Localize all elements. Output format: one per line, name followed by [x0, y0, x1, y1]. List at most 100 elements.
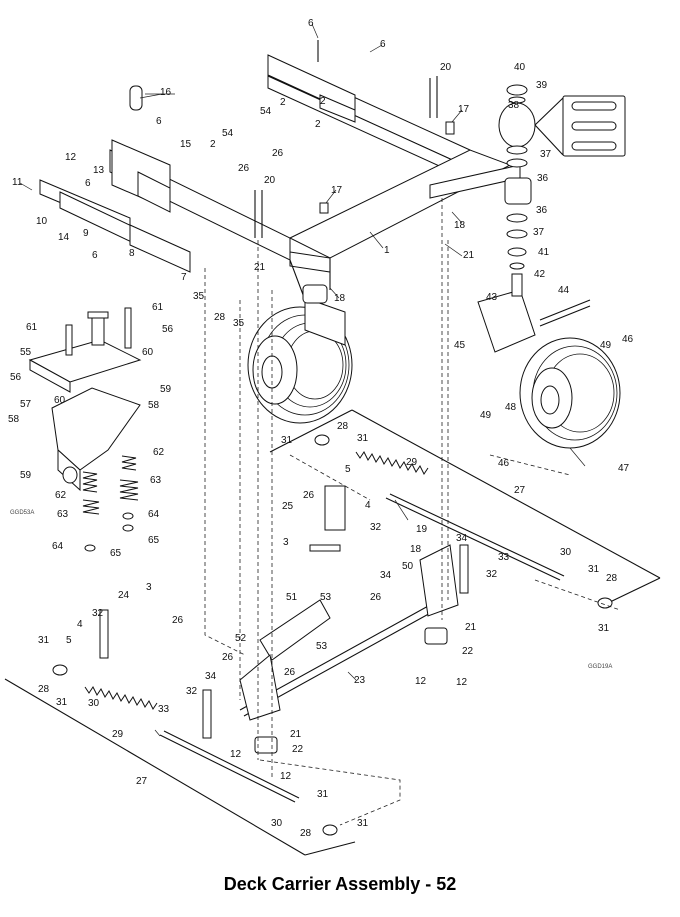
- callout-58: 58: [148, 400, 160, 411]
- callout-44: 44: [558, 285, 570, 296]
- callout-37: 37: [533, 227, 545, 238]
- callout-31: 31: [357, 818, 369, 829]
- callout-54: 54: [222, 128, 234, 139]
- callout-3: 3: [146, 582, 152, 593]
- callout-31: 31: [38, 635, 50, 646]
- callout-30: 30: [271, 818, 283, 829]
- callout-55: 55: [20, 347, 32, 358]
- lift-linkage: [4, 409, 661, 856]
- callout-21: 21: [463, 250, 475, 261]
- callout-2: 2: [280, 97, 286, 108]
- callout-31: 31: [281, 435, 293, 446]
- callout-47: 47: [618, 463, 630, 474]
- callout-3: 3: [283, 537, 289, 548]
- leader-lines: [19, 23, 586, 737]
- callout-45: 45: [454, 340, 466, 351]
- callout-25: 25: [282, 501, 294, 512]
- callout-35: 35: [193, 291, 205, 302]
- callout-6: 6: [85, 178, 91, 189]
- callout-65: 65: [148, 535, 160, 546]
- callout-53: 53: [316, 641, 328, 652]
- callout-26: 26: [272, 148, 284, 159]
- callout-42: 42: [534, 269, 546, 280]
- diagram-caption: Deck Carrier Assembly - 52: [223, 874, 457, 894]
- callout-21: 21: [290, 729, 302, 740]
- callout-12: 12: [280, 771, 292, 782]
- callout-32: 32: [186, 686, 198, 697]
- callout-19: 19: [416, 524, 428, 535]
- callout-26: 26: [238, 163, 250, 174]
- callout-34: 34: [456, 533, 468, 544]
- callout-34: 34: [380, 570, 392, 581]
- callout-33: 33: [498, 552, 510, 563]
- callout-62: 62: [55, 490, 67, 501]
- callout-46: 46: [498, 458, 510, 469]
- callout-28: 28: [606, 573, 618, 584]
- callout-12: 12: [415, 676, 427, 687]
- callout-56: 56: [10, 372, 22, 383]
- callout-20: 20: [440, 62, 452, 73]
- callout-59: 59: [160, 384, 172, 395]
- caster-mount-inset: [28, 307, 142, 552]
- callout-8: 8: [129, 248, 135, 259]
- callout-31: 31: [56, 697, 68, 708]
- callout-56: 56: [162, 324, 174, 335]
- callout-29: 29: [406, 457, 418, 468]
- callout-38: 38: [508, 100, 520, 111]
- front-caster-wheel-left: [247, 284, 353, 424]
- callout-13: 13: [93, 165, 105, 176]
- callout-18: 18: [410, 544, 422, 555]
- callout-7: 7: [181, 272, 187, 283]
- callout-12: 12: [230, 749, 242, 760]
- callout-17: 17: [331, 185, 343, 196]
- drawing-code: GGD19A: [588, 664, 612, 670]
- callout-33: 33: [158, 704, 170, 715]
- callout-64: 64: [148, 509, 160, 520]
- callout-5: 5: [345, 464, 351, 475]
- callout-49: 49: [480, 410, 492, 421]
- hardware-bolts: [254, 40, 455, 238]
- callout-23: 23: [354, 675, 366, 686]
- callout-18: 18: [454, 220, 466, 231]
- callout-49: 49: [600, 340, 612, 351]
- callout-16: 16: [160, 87, 172, 98]
- callout-12: 12: [65, 152, 77, 163]
- callout-6: 6: [308, 18, 314, 29]
- callout-39: 39: [536, 80, 548, 91]
- callout-48: 48: [505, 402, 517, 413]
- callout-52: 52: [235, 633, 247, 644]
- callout-2: 2: [315, 119, 321, 130]
- callout-10: 10: [36, 216, 48, 227]
- lift-handle: [129, 85, 143, 111]
- callout-28: 28: [38, 684, 50, 695]
- callout-26: 26: [284, 667, 296, 678]
- callout-35: 35: [233, 318, 245, 329]
- callout-37: 37: [540, 149, 552, 160]
- callout-34: 34: [205, 671, 217, 682]
- callout-1: 1: [384, 245, 390, 256]
- callout-6: 6: [156, 116, 162, 127]
- callout-31: 31: [588, 564, 600, 575]
- caster-spindle-stack: [498, 84, 626, 297]
- callout-26: 26: [303, 490, 315, 501]
- callout-31: 31: [598, 623, 610, 634]
- callout-65: 65: [110, 548, 122, 559]
- callout-63: 63: [150, 475, 162, 486]
- callout-31: 31: [317, 789, 329, 800]
- callout-58: 58: [8, 414, 20, 425]
- callout-59: 59: [20, 470, 32, 481]
- callout-40: 40: [514, 62, 526, 73]
- front-mount-bracket: [39, 54, 356, 273]
- callout-27: 27: [136, 776, 148, 787]
- callout-24: 24: [118, 590, 130, 601]
- callout-20: 20: [264, 175, 276, 186]
- callout-61: 61: [152, 302, 164, 313]
- callout-6: 6: [92, 250, 98, 261]
- callout-22: 22: [292, 744, 304, 755]
- drawing-code: GGD53A: [10, 510, 34, 516]
- callout-2: 2: [320, 96, 326, 107]
- callout-32: 32: [370, 522, 382, 533]
- callout-31: 31: [357, 433, 369, 444]
- callout-64: 64: [52, 541, 64, 552]
